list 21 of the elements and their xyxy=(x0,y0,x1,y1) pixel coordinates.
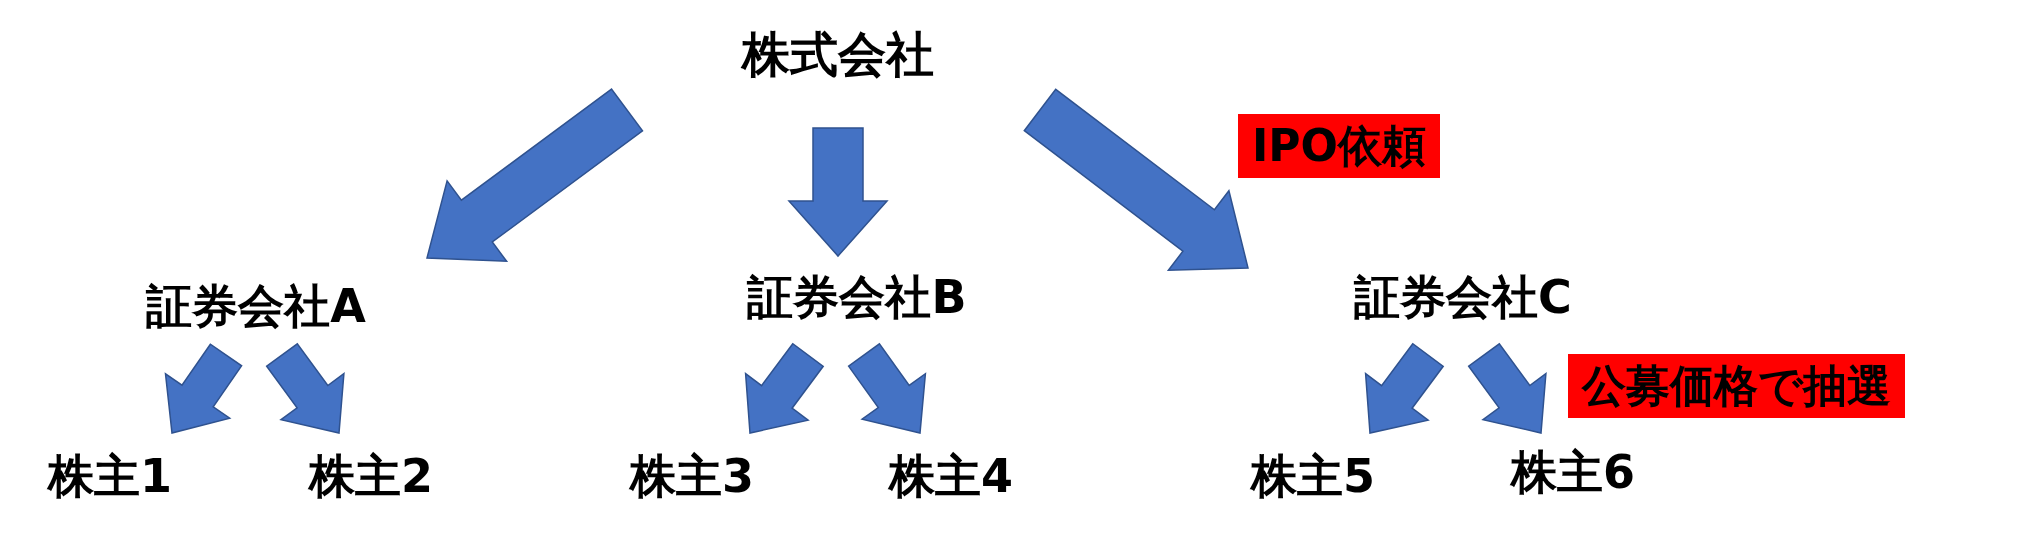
highlight-label: 公募価格で抽選 xyxy=(1568,354,1905,418)
node-label: 株主2 xyxy=(309,450,433,502)
node-label: 証券会社B xyxy=(747,271,967,323)
block-arrow xyxy=(1023,88,1249,272)
node-label: 株主6 xyxy=(1511,446,1635,498)
block-arrow xyxy=(426,88,644,263)
block-arrow xyxy=(847,342,927,434)
node-label: 株主4 xyxy=(889,450,1013,502)
node-label: 株主3 xyxy=(630,450,754,502)
node-label: 証券会社A xyxy=(146,280,366,332)
block-arrow xyxy=(265,342,345,434)
node-label: 株主1 xyxy=(48,450,172,502)
block-arrow xyxy=(787,127,889,258)
highlight-label: IPO依頼 xyxy=(1238,114,1441,178)
block-arrow xyxy=(1364,342,1445,434)
block-arrow xyxy=(164,343,243,434)
node-label: 証券会社C xyxy=(1354,271,1572,323)
block-arrow xyxy=(1467,342,1547,434)
node-label: 株主5 xyxy=(1251,450,1375,502)
block-arrow xyxy=(744,342,825,434)
node-label: 株式会社 xyxy=(742,27,934,81)
